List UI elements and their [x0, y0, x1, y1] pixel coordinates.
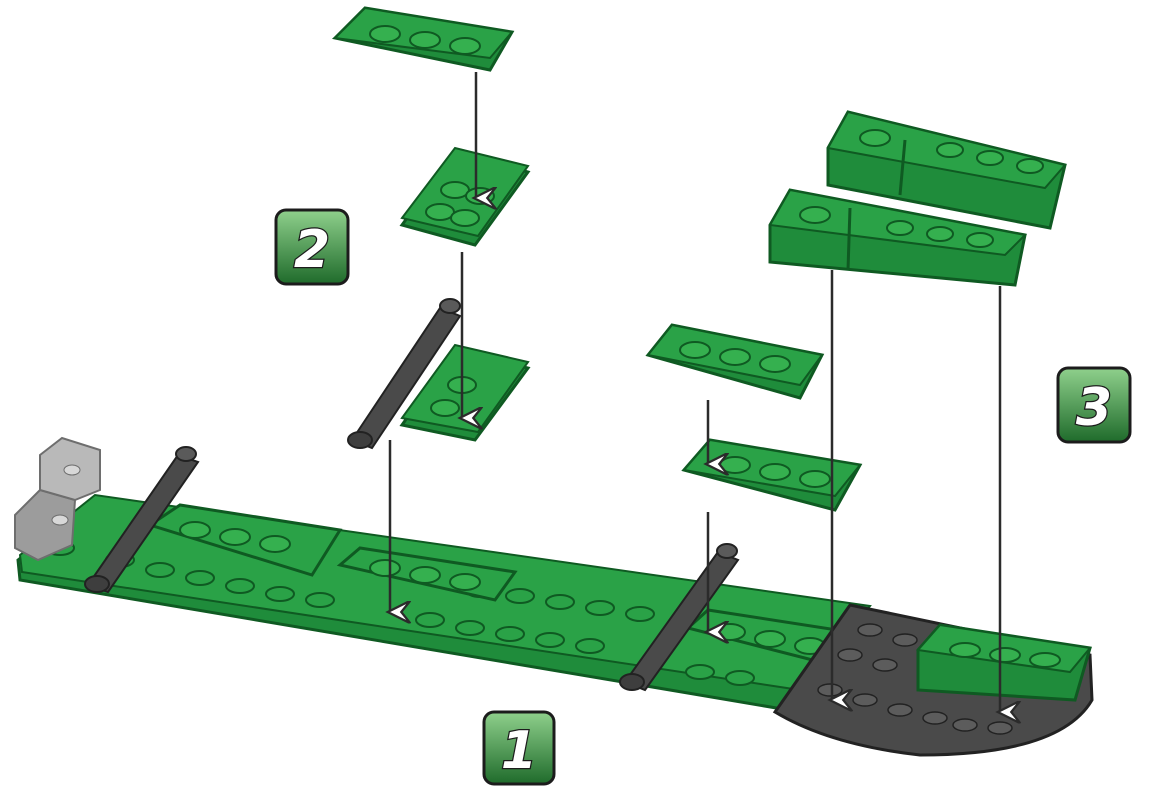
green-brick-2x3	[916, 623, 1092, 702]
step-badge-2: 2	[274, 208, 350, 286]
step-number-1: 1	[501, 721, 537, 781]
dark-gray-bar-holder	[84, 446, 200, 594]
floating-plate-1x3-lower	[681, 438, 863, 512]
floating-wedge-assembly-top	[826, 110, 1067, 230]
floating-plate-2x2-low	[399, 343, 531, 442]
floating-bar-holder	[347, 298, 462, 450]
floating-wedge-assembly-lower	[768, 188, 1028, 287]
floating-plate-2x2-mid	[399, 146, 531, 247]
floating-plate-1x3-upper	[645, 323, 825, 400]
floating-plate-2x3-top	[331, 6, 515, 72]
step-number-3: 3	[1076, 378, 1112, 438]
step-badge-3: 3	[1056, 366, 1132, 444]
dark-gray-bar-holder	[619, 543, 740, 692]
light-gray-brick	[14, 436, 101, 562]
assembly-arrows	[390, 72, 1000, 712]
step-badge-1: 1	[482, 710, 556, 786]
base-assembly	[14, 436, 1094, 757]
step-number-2: 2	[294, 220, 330, 280]
